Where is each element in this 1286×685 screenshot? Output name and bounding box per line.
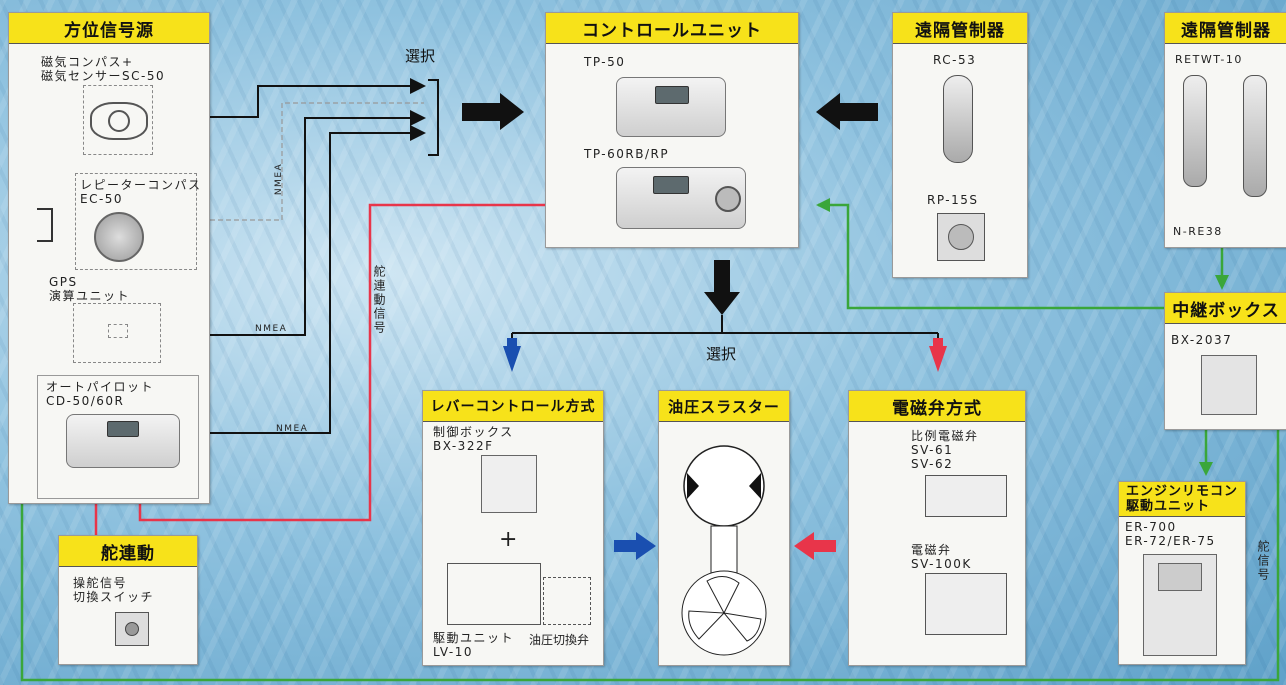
rudder-switch-image bbox=[115, 612, 149, 646]
retwt-image bbox=[1183, 75, 1207, 187]
engine-remote-model: ER-700 ER-72/ER-75 bbox=[1125, 520, 1216, 548]
lever-control-panel: レバーコントロール方式 制御ボックス BX-322F + 駆動ユニット LV-1… bbox=[422, 390, 604, 666]
rp15s-image bbox=[937, 213, 985, 261]
relay-box-title: 中継ボックス bbox=[1165, 293, 1286, 324]
rudder-signal-label: 舵信号 bbox=[1256, 540, 1270, 582]
remote-b-model-a: RETWT-10 bbox=[1175, 53, 1243, 66]
remote-control-panel-b: 遠隔管制器 RETWT-10 N-RE38 bbox=[1164, 12, 1286, 248]
red-arrow-left bbox=[794, 532, 836, 560]
relay-box-panel: 中継ボックス BX-2037 bbox=[1164, 292, 1286, 430]
blue-arrow-down bbox=[503, 338, 521, 372]
hydraulic-valve-image bbox=[543, 577, 591, 625]
plus-sign: + bbox=[499, 527, 518, 552]
remote-control-panel-a: 遠隔管制器 RC-53 RP-15S bbox=[892, 12, 1028, 278]
engine-remote-image bbox=[1143, 554, 1217, 656]
blue-arrow-right bbox=[614, 532, 656, 560]
control-box-image bbox=[481, 455, 537, 513]
arrow-down bbox=[704, 260, 740, 315]
prop-valve-label: 比例電磁弁 SV-61 SV-62 bbox=[911, 429, 979, 471]
valve-image bbox=[925, 573, 1007, 635]
relay-box-image bbox=[1201, 355, 1257, 415]
rc53-image bbox=[943, 75, 973, 163]
direction-source-panel: 方位信号源 磁気コンパス+ 磁気センサーSC-50 レピーターコンパス EC-5… bbox=[8, 12, 210, 504]
line-repeater bbox=[210, 102, 424, 221]
autopilot-device-image bbox=[66, 414, 180, 468]
control-box-label: 制御ボックス BX-322F bbox=[433, 425, 514, 453]
rudder-link-panel: 舵連動 操舵信号 切換スイッチ bbox=[58, 535, 198, 665]
nmea-label-2: NMEA bbox=[255, 324, 288, 334]
engine-remote-panel: エンジンリモコン 駆動ユニット ER-700 ER-72/ER-75 bbox=[1118, 481, 1246, 665]
red-line-rudder bbox=[138, 203, 545, 522]
nmea-label-1: NMEA bbox=[274, 162, 285, 196]
rudder-switch-label: 操舵信号 切換スイッチ bbox=[73, 576, 155, 604]
autopilot-box: オートパイロット CD-50/60R bbox=[37, 375, 199, 499]
drive-unit-image bbox=[447, 563, 541, 625]
select-bracket bbox=[428, 79, 439, 156]
gps-unit-box bbox=[73, 303, 161, 363]
rudder-link-signal-label: 舵連動信号 bbox=[372, 265, 386, 335]
thruster-image bbox=[681, 445, 767, 656]
remote-a-model-b: RP-15S bbox=[927, 193, 979, 207]
remote-b-title: 遠隔管制器 bbox=[1165, 13, 1286, 44]
hydraulic-thruster-title: 油圧スラスター bbox=[659, 391, 789, 422]
remote-a-title: 遠隔管制器 bbox=[893, 13, 1027, 44]
control-unit-title: コントロールユニット bbox=[546, 13, 798, 44]
line-gps bbox=[160, 110, 426, 336]
repeater-compass-icon bbox=[94, 212, 144, 262]
nmea-label-3: NMEA bbox=[276, 424, 309, 434]
direction-source-title: 方位信号源 bbox=[9, 13, 209, 44]
arrow-to-control bbox=[462, 93, 524, 130]
remote-a-model-a: RC-53 bbox=[933, 53, 977, 67]
control-unit-model-b: TP-60RB/RP bbox=[584, 147, 670, 161]
remote-b-model-b: N-RE38 bbox=[1173, 225, 1223, 238]
magnetic-compass-image bbox=[83, 85, 153, 155]
green-line-relay bbox=[818, 203, 1165, 310]
repeater-compass-box: レピーターコンパス EC-50 bbox=[75, 173, 200, 270]
relay-box-model: BX-2037 bbox=[1171, 333, 1233, 347]
lever-control-title: レバーコントロール方式 bbox=[423, 391, 603, 422]
select-top-label: 選択 bbox=[405, 47, 436, 65]
green-line-bottom bbox=[20, 428, 1280, 682]
hydraulic-thruster-panel: 油圧スラスター bbox=[658, 390, 790, 666]
rudder-link-title: 舵連動 bbox=[59, 536, 197, 567]
drive-unit-label: 駆動ユニット LV-10 bbox=[433, 631, 515, 659]
arrow-from-remote bbox=[816, 93, 878, 130]
autopilot-label: オートパイロット CD-50/60R bbox=[46, 380, 155, 408]
engine-remote-title: エンジンリモコン 駆動ユニット bbox=[1119, 482, 1245, 517]
nre38-image bbox=[1243, 75, 1267, 197]
gps-label: GPS 演算ユニット bbox=[49, 275, 131, 303]
select-mid-label: 選択 bbox=[706, 345, 737, 363]
solenoid-panel: 電磁弁方式 比例電磁弁 SV-61 SV-62 電磁弁 SV-100K bbox=[848, 390, 1026, 666]
repeater-compass-label: レピーターコンパス EC-50 bbox=[80, 178, 202, 206]
prop-valve-image bbox=[925, 475, 1007, 517]
valve-label: 電磁弁 SV-100K bbox=[911, 543, 972, 571]
hydraulic-valve-label: 油圧切換弁 bbox=[529, 633, 590, 647]
red-arrow-down bbox=[929, 338, 947, 372]
magnetic-compass-label: 磁気コンパス+ 磁気センサーSC-50 bbox=[41, 55, 166, 83]
tp60-device-image bbox=[616, 167, 746, 229]
line-autopilot bbox=[182, 125, 426, 434]
tp50-device-image bbox=[616, 77, 726, 137]
solenoid-title: 電磁弁方式 bbox=[849, 391, 1025, 422]
control-unit-model-a: TP-50 bbox=[584, 55, 626, 69]
control-unit-panel: コントロールユニット TP-50 TP-60RB/RP bbox=[545, 12, 799, 248]
